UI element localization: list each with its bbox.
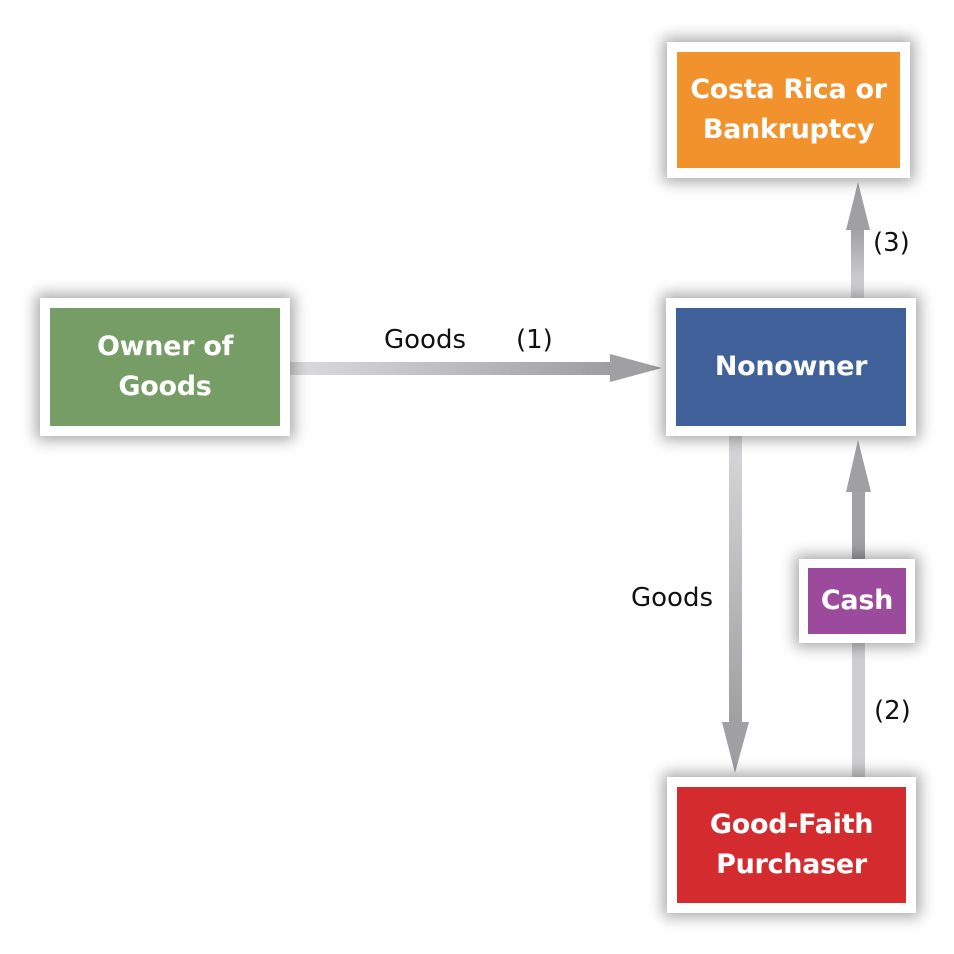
node-costa-rica-or-bankruptcy: Costa Rica or Bankruptcy xyxy=(667,42,910,178)
edge-label-goods-1: Goods xyxy=(384,325,467,355)
arrow-cash-to-nonowner xyxy=(846,440,871,777)
node-label: Cash xyxy=(808,568,906,634)
edge-step-2: (2) xyxy=(874,696,911,726)
edge-label-goods-2: Goods xyxy=(631,583,714,613)
node-good-faith-purchaser: Good-Faith Purchaser xyxy=(667,777,916,913)
node-owner-of-goods: Owner of Goods xyxy=(40,298,290,436)
edge-step-3: (3) xyxy=(873,228,910,258)
arrow-nonowner-to-purchaser xyxy=(722,436,749,773)
arrow-nonowner-to-costa-rica xyxy=(846,182,870,298)
node-cash: Cash xyxy=(799,559,915,643)
node-label: Good-Faith Purchaser xyxy=(677,787,906,903)
node-label: Costa Rica or Bankruptcy xyxy=(677,52,900,168)
node-label: Owner of Goods xyxy=(50,308,280,426)
arrow-owner-to-nonowner xyxy=(290,354,662,382)
node-nonowner: Nonowner xyxy=(666,298,916,436)
edge-step-1: (1) xyxy=(516,325,553,355)
node-label: Nonowner xyxy=(676,308,906,426)
